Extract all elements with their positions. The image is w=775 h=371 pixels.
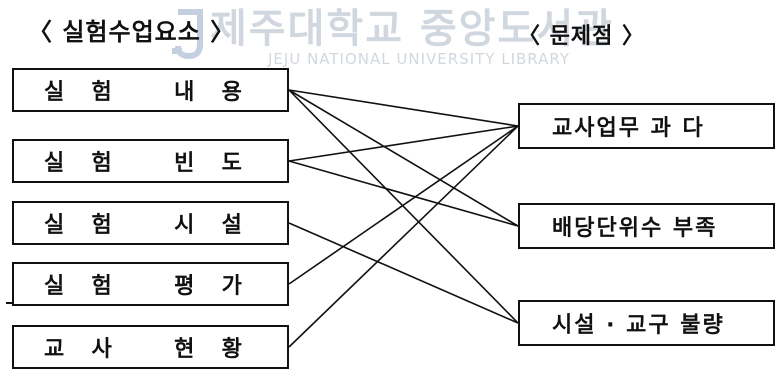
- connector-line: [288, 89, 519, 227]
- lead-tick: [6, 302, 14, 304]
- problem-box: 시설 · 교구 불량: [518, 300, 775, 346]
- left-column-heading: 〈 실험수업요소 〉: [28, 18, 236, 46]
- experiment-element-box: 실 험 내 용: [12, 68, 289, 112]
- connector-line: [288, 89, 519, 324]
- connector-line: [288, 125, 519, 348]
- experiment-element-box: 실 험 빈 도: [12, 139, 289, 183]
- right-column-heading: 〈 문제점 〉: [518, 24, 646, 49]
- connector-line: [288, 160, 519, 227]
- experiment-element-box: 실 험 평 가: [12, 262, 289, 306]
- connector-line: [288, 222, 519, 324]
- problem-box: 배당단위수 부족: [518, 203, 775, 249]
- problem-box: 교사업무 과 다: [518, 103, 775, 149]
- experiment-element-box: 실 험 시 설: [12, 201, 289, 245]
- connector-line: [288, 125, 519, 285]
- connector-line: [288, 125, 519, 162]
- experiment-element-box: 교 사 현 황: [12, 325, 289, 369]
- connector-line: [288, 89, 519, 127]
